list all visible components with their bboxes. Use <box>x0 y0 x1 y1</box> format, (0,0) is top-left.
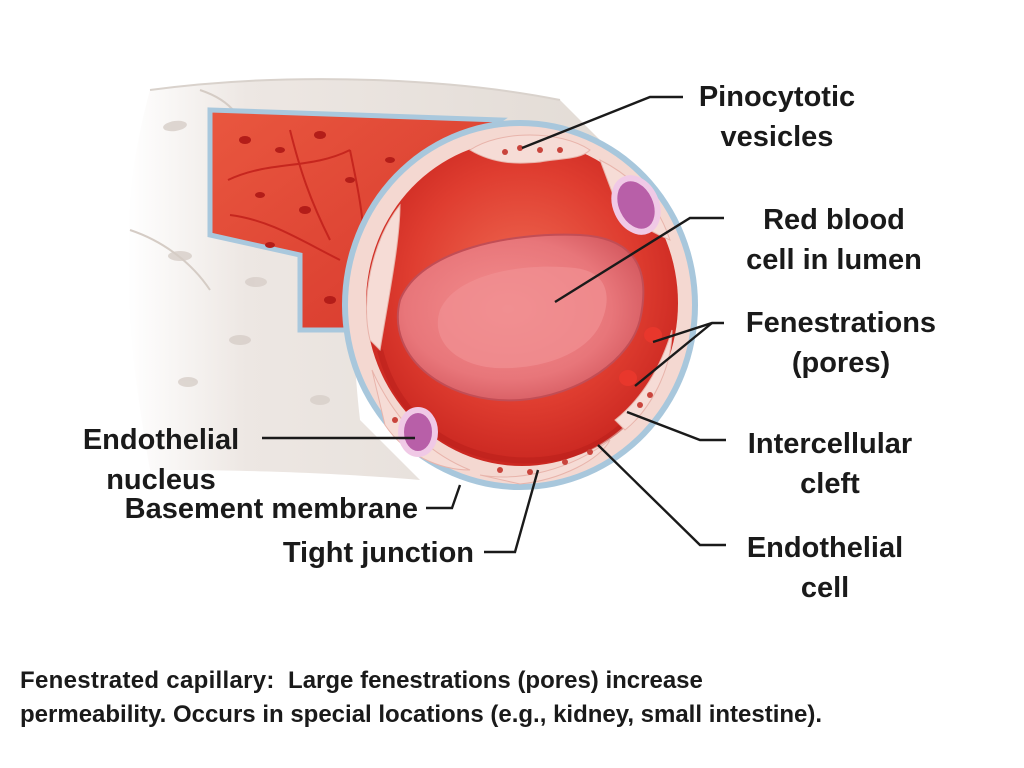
label-endothelial-cell: Endothelial cell <box>730 528 920 608</box>
leader-tight-junction <box>484 469 540 554</box>
label-intercellular-cleft: Intercellular cleft <box>730 424 930 504</box>
label-fenestrations-line1: Fenestrations <box>745 307 937 339</box>
label-cleft-line2: cleft <box>800 468 860 500</box>
label-endo-cell-line1: Endothelial <box>746 532 904 564</box>
label-endo-cell-line2: cell <box>800 572 850 604</box>
caption-title: Fenestrated capillary: <box>20 667 275 694</box>
endothelial-nucleus-bottom <box>398 407 438 457</box>
leader-endothelial-cell <box>597 444 726 547</box>
endothelial-nucleus-top <box>611 175 661 235</box>
label-endothelial-nucleus: Endothelial nucleus <box>66 420 256 500</box>
label-basement-membrane: Basement membrane <box>124 493 418 525</box>
label-pinocytotic-line1: Pinocytotic <box>698 81 856 113</box>
label-red-blood-cell: Red blood cell in lumen <box>728 200 940 280</box>
leader-intercellular <box>626 410 726 442</box>
label-fenestrations-line2: (pores) <box>791 347 891 379</box>
label-nucleus-line2: nucleus <box>106 464 216 496</box>
label-nucleus-line1: Endothelial <box>82 424 240 456</box>
caption-text-1: Large fenestrations (pores) increase <box>288 667 703 694</box>
fenestration-pores <box>619 327 662 386</box>
figure-caption: Fenestrated capillary: Large fenestratio… <box>20 664 1010 732</box>
leader-rbc <box>554 216 724 304</box>
label-fenestrations: Fenestrations (pores) <box>728 303 954 383</box>
caption-text-2: permeability. Occurs in special location… <box>20 701 823 728</box>
label-cleft-line1: Intercellular <box>747 428 913 460</box>
label-rbc-line2: cell in lumen <box>746 244 922 276</box>
leader-pinocytotic <box>521 95 683 150</box>
label-tight-junction: Tight junction <box>282 537 474 569</box>
pinocytotic-vesicle-dots <box>392 145 653 475</box>
label-rbc-line1: Red blood <box>763 204 905 236</box>
label-pinocytotic-vesicles: Pinocytotic vesicles <box>684 77 870 157</box>
leader-fenestrations-b <box>634 322 713 387</box>
label-pinocytotic-line2: vesicles <box>720 121 834 153</box>
leader-basement <box>426 484 462 510</box>
caption-line-1: Fenestrated capillary: Large fenestratio… <box>20 664 1010 698</box>
leader-lines <box>262 95 726 554</box>
